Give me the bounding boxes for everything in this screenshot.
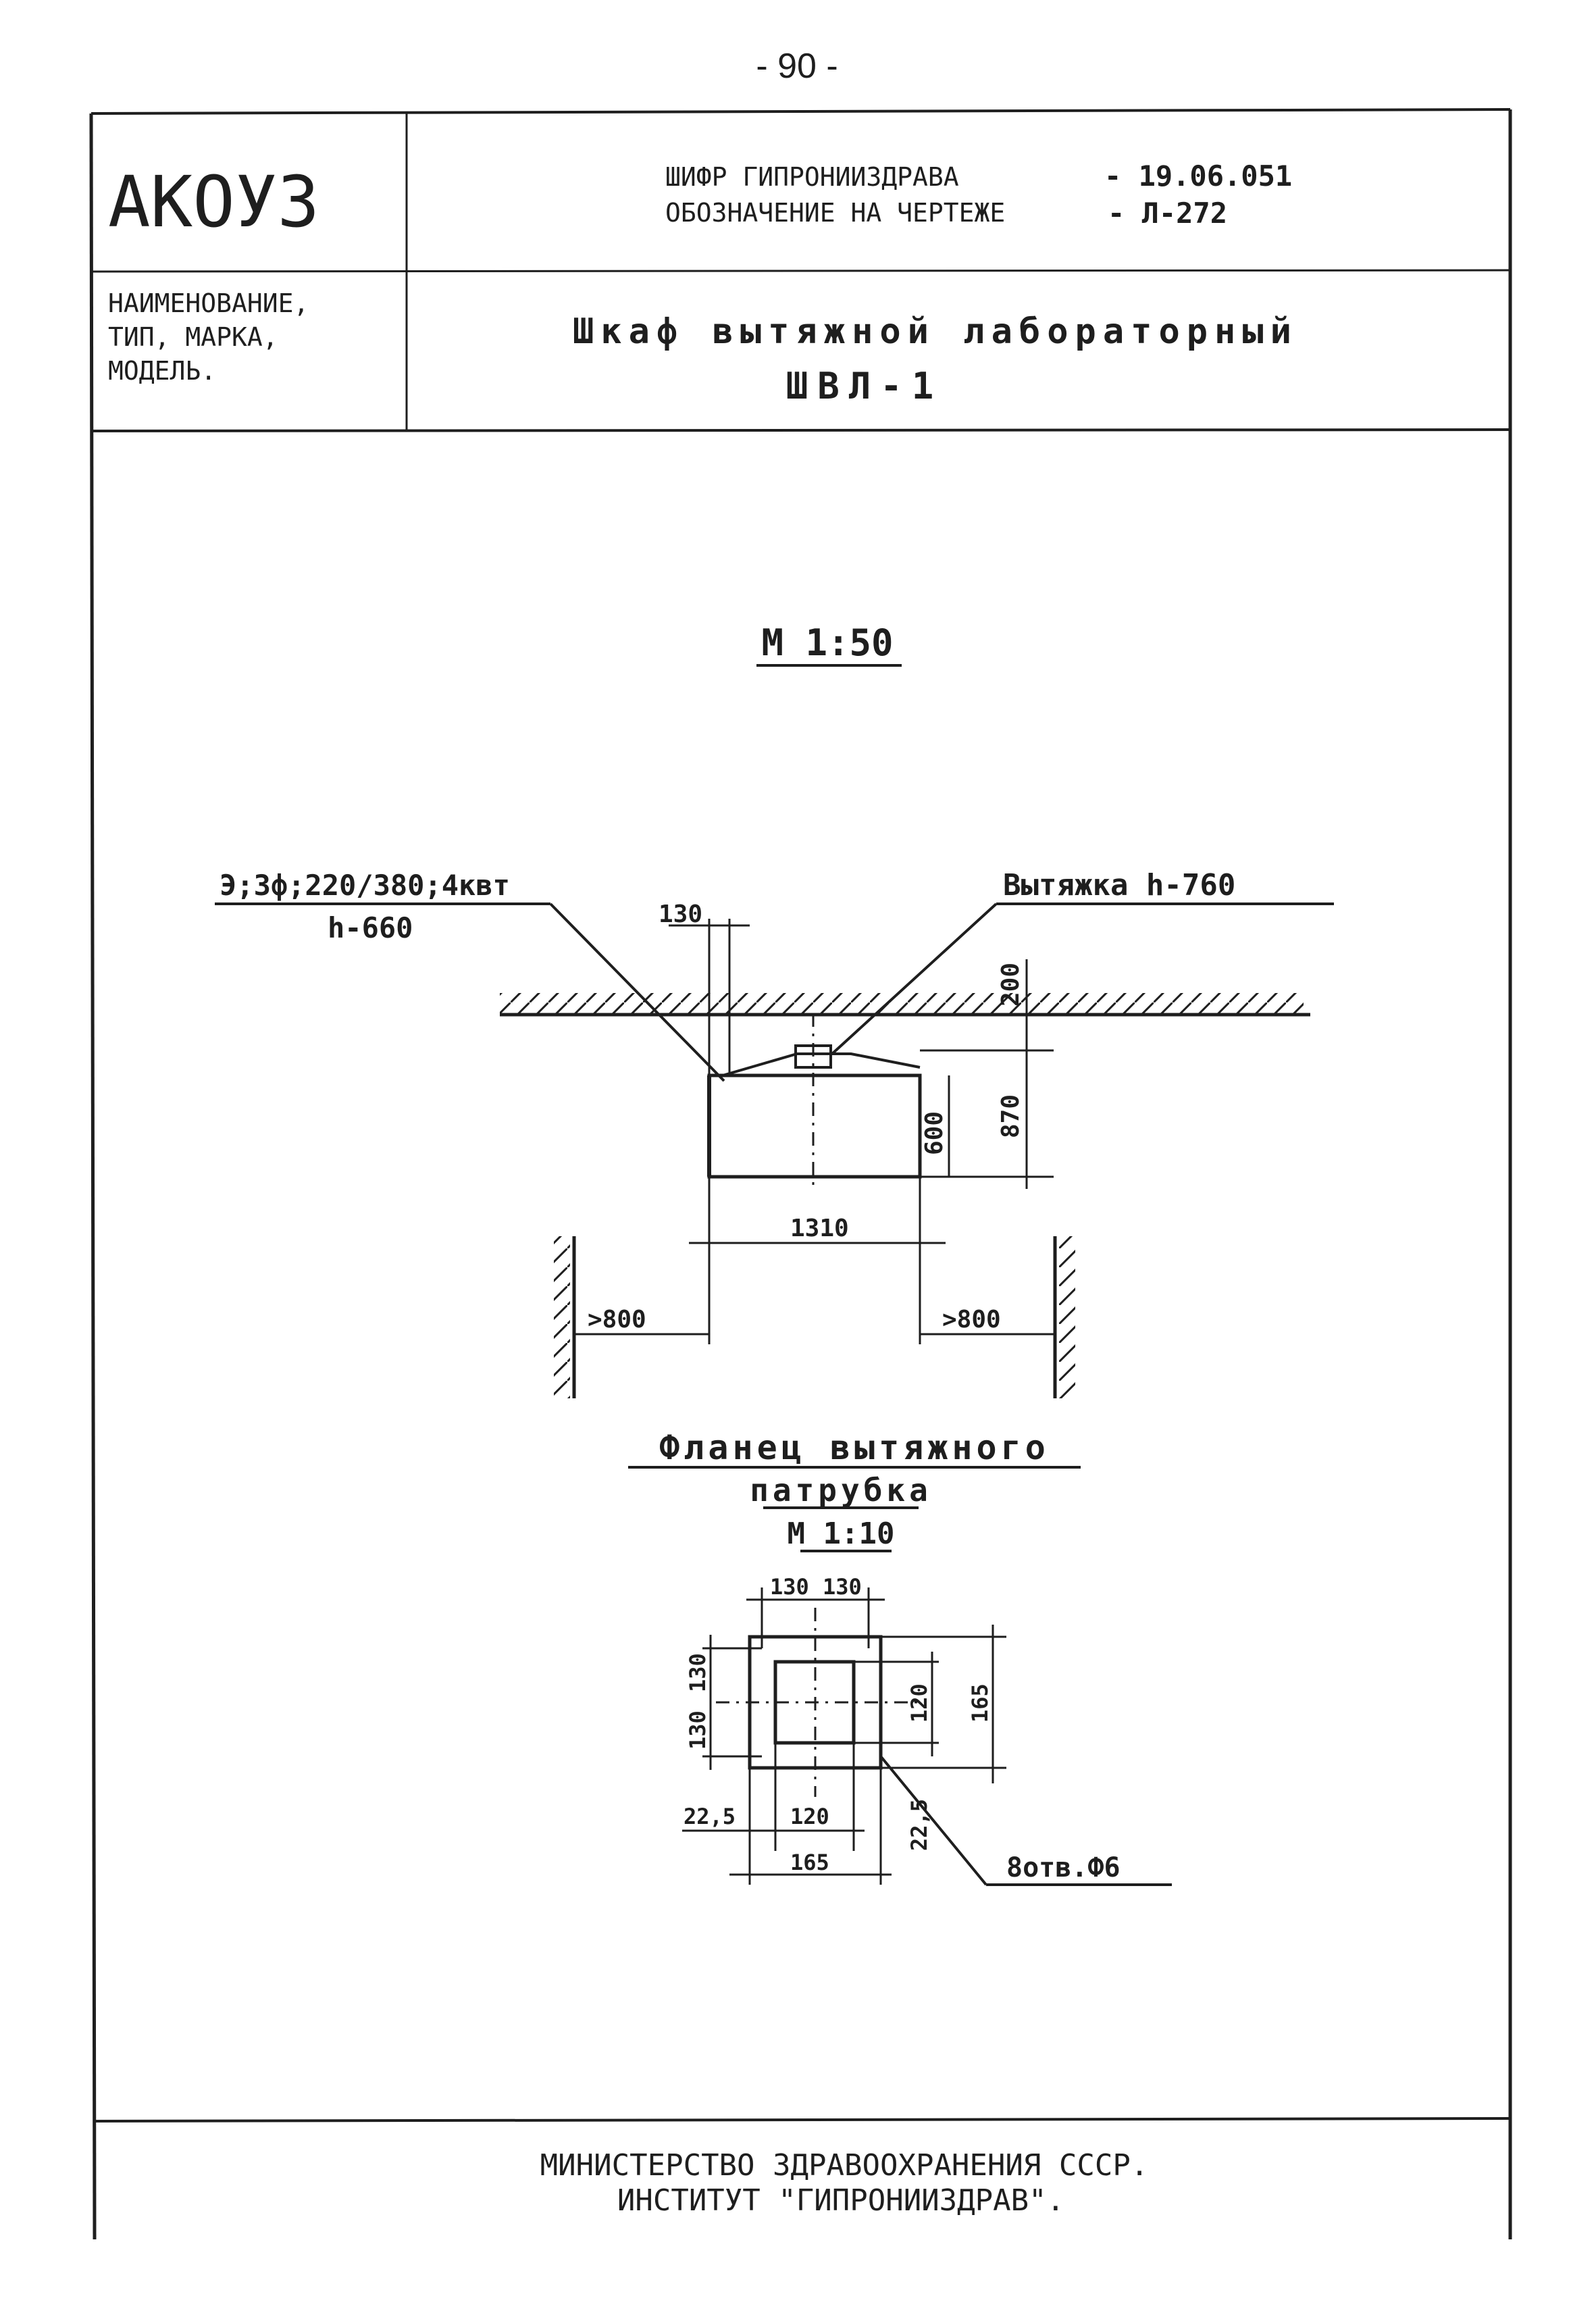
logo-text: АКОУЗ (108, 161, 319, 243)
designation-label: ОБОЗНАЧЕНИЕ НА ЧЕРТЕЖЕ (665, 198, 1005, 228)
dim-inner-v: 120 (906, 1683, 932, 1723)
dim-22-5-h: 22,5 (684, 1804, 736, 1829)
dim-870: 870 (997, 1094, 1025, 1138)
left-wall (554, 1236, 576, 1398)
cipher-value: - 19.06.051 (1104, 159, 1292, 193)
fume-hood-plan (707, 1013, 922, 1189)
name-label-line1: НАИМЕНОВАНИЕ, (108, 288, 309, 318)
page-number: - 90 - (756, 47, 838, 86)
footer-institute: ИНСТИТУТ "ГИПРОНИИЗДРАВ". (617, 2183, 1064, 2218)
equipment-title: Шкаф вытяжной лабораторный (573, 311, 1298, 352)
dim-outer-v: 165 (967, 1683, 993, 1723)
designation-value: - Л-272 (1108, 197, 1227, 230)
plan-scale: М 1:50 (761, 621, 893, 664)
footer-ministry: МИНИСТЕРСТВО ЗДРАВООХРАНЕНИЯ СССР. (540, 2148, 1149, 2183)
dim-left-lower: 130 (685, 1710, 711, 1750)
dim-130: 130 (659, 900, 702, 928)
name-label-line3: МОДЕЛЬ. (108, 356, 216, 386)
dim-1310: 1310 (790, 1215, 849, 1242)
cipher-label: ШИФР ГИПРОНИИЗДРАВА (665, 162, 959, 192)
dim-800-left: >800 (588, 1306, 646, 1333)
dim-200: 200 (997, 963, 1025, 1007)
power-height: h-660 (328, 911, 413, 944)
power-label: Э;3ф;220/380;4квт (220, 869, 510, 902)
dim-22-5-v: 22,5 (906, 1799, 932, 1851)
right-wall (1053, 1236, 1075, 1398)
dim-800-right: >800 (942, 1306, 1001, 1333)
dim-inner-h: 120 (790, 1804, 829, 1829)
name-label-line2: ТИП, МАРКА, (108, 322, 278, 352)
dim-600: 600 (921, 1111, 948, 1155)
equipment-model: ШВЛ-1 (786, 365, 944, 407)
flange-title-line2: патрубка (750, 1472, 932, 1508)
hole-label: 8отв.Ф6 (1006, 1852, 1121, 1883)
flange-drawing (716, 1608, 919, 1797)
flange-title-line1: Фланец вытяжного (659, 1428, 1050, 1467)
dim-top-left: 130 (770, 1574, 809, 1600)
flange-scale: М 1:10 (788, 1517, 895, 1551)
dim-left-upper: 130 (685, 1653, 711, 1692)
wall-hatch (500, 993, 1310, 1017)
dim-top-right: 130 (823, 1574, 862, 1600)
dim-outer-h: 165 (790, 1850, 829, 1875)
exhaust-label: Вытяжка h-760 (1003, 868, 1235, 903)
sheet-frame (89, 108, 1512, 2240)
